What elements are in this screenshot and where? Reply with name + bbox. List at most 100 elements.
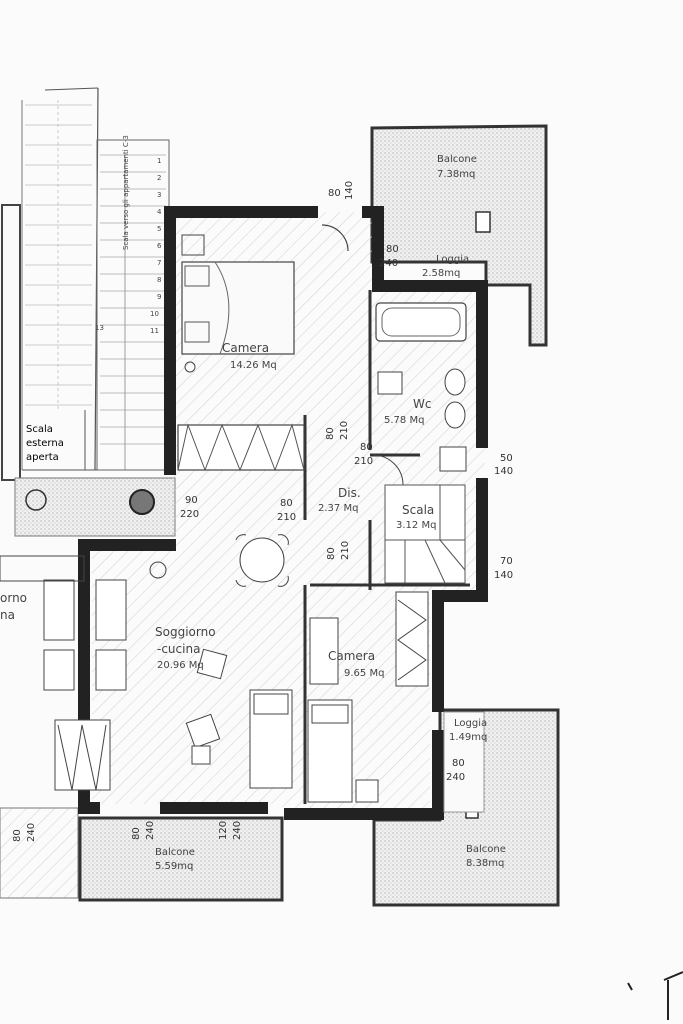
scala-name: Scala — [402, 503, 434, 517]
step-number: 5 — [157, 225, 161, 233]
desk — [309, 617, 339, 685]
step-number: 8 — [157, 276, 161, 284]
camera-2-name: Camera — [328, 649, 375, 663]
kitchen — [43, 579, 127, 691]
dis-area: 2.37 Mq — [318, 503, 358, 514]
balcone-bl-area: 5.59mq — [155, 861, 193, 872]
dim-height: 140 — [494, 466, 513, 477]
dim-width: 80 — [12, 829, 23, 842]
dim-height: 240 — [26, 823, 37, 842]
neighbor-wall — [0, 555, 85, 582]
step-number: 2 — [157, 174, 161, 182]
dim-width: 80 — [325, 427, 336, 440]
dim-height: 140 — [494, 570, 513, 581]
dim-width: 80 — [386, 244, 399, 255]
door-swing — [321, 224, 349, 252]
loggia-bottom-name: Loggia — [454, 718, 487, 729]
camera-1-area: 14.26 Mq — [230, 360, 277, 371]
apartment-floor — [92, 212, 485, 810]
dim-height: 240 — [232, 821, 243, 840]
dim-height: 210 — [339, 421, 350, 440]
plant-icon — [25, 489, 47, 511]
nightstand-icon — [184, 361, 196, 373]
dim-width: 80 — [131, 827, 142, 840]
dining-table — [235, 534, 289, 587]
step-number: 3 — [157, 191, 161, 199]
wardrobe — [177, 423, 305, 472]
wc-name: Wc — [413, 397, 431, 411]
plant-icon — [149, 561, 167, 579]
dim-height: 220 — [180, 509, 199, 520]
corner-mark — [627, 971, 683, 1020]
dim-width: 70 — [500, 556, 513, 567]
sink — [377, 371, 403, 395]
bathtub — [375, 302, 467, 342]
nightstand — [355, 779, 379, 803]
dis-name: Dis. — [338, 486, 361, 500]
dim-height: 210 — [340, 541, 351, 560]
toilet — [444, 368, 466, 396]
loggia-bottom — [443, 711, 485, 813]
balcone-top — [370, 124, 548, 347]
step-number: 10 — [150, 310, 159, 318]
tv-cabinet — [191, 745, 211, 765]
balcone-br-area: 8.38mq — [466, 858, 504, 869]
step-number: 4 — [157, 208, 162, 216]
sofa — [249, 689, 293, 789]
neighbor-label-1: orno — [0, 591, 27, 605]
soggiorno-name: Soggiorno — [155, 625, 216, 639]
loggia-bottom-area: 1.49mq — [449, 732, 487, 743]
bed-single — [307, 699, 353, 803]
neighbor-balcony — [0, 807, 79, 899]
camera-2-area: 9.65 Mq — [344, 668, 384, 679]
dim-width: 80 — [328, 188, 341, 199]
dim-width: 80 — [280, 498, 293, 509]
scala-esterna-line1: Scala — [26, 424, 53, 435]
plant-icon — [475, 211, 491, 233]
dim-height: 210 — [354, 456, 373, 467]
loggia-top-name: Loggia — [436, 254, 469, 265]
dim-height: 240 — [379, 258, 398, 269]
scala-esterna-line3: aperta — [26, 452, 59, 463]
loggia-top-area: 2.58mq — [422, 268, 460, 279]
step-number: 11 — [150, 327, 159, 335]
neighbor-wardrobe — [54, 719, 111, 791]
balcone-top-area: 7.38mq — [437, 169, 475, 180]
dim-height: 140 — [344, 181, 355, 200]
balcone-bl-name: Balcone — [155, 847, 195, 858]
plant-icon — [129, 489, 155, 515]
dim-width: 90 — [185, 495, 198, 506]
dim-width: 80 — [360, 442, 373, 453]
internal-stair — [384, 484, 466, 584]
dim-width: 120 — [218, 821, 229, 840]
wc-area: 5.78 Mq — [384, 415, 424, 426]
dim-height: 240 — [145, 821, 156, 840]
neighbor-label-2: na — [0, 608, 15, 622]
step-number: 9 — [157, 293, 161, 301]
armchair — [185, 713, 221, 749]
step-number: 6 — [157, 242, 162, 250]
scala-area: 3.12 Mq — [396, 520, 436, 531]
step-number: 7 — [157, 259, 161, 267]
nightstand — [181, 234, 205, 256]
dim-width: 80 — [452, 758, 465, 769]
balcone-bottom-left — [78, 816, 284, 902]
dim-height: 210 — [277, 512, 296, 523]
scala-esterna-line2: esterna — [26, 438, 64, 449]
boiler-icon — [439, 446, 467, 472]
camera-1-name: Camera — [222, 341, 269, 355]
stair-note: Scala verso gli appartamenti C-3 — [122, 135, 130, 250]
door-swing — [372, 454, 404, 486]
dim-height: 240 — [446, 772, 465, 783]
soggiorno-name2: -cucina — [157, 642, 200, 656]
bed-double — [181, 261, 295, 355]
stair-step-numbers: 1 2 3 4 5 6 7 8 9 10 11 13 Scala verso g… — [95, 135, 162, 335]
soggiorno-area: 20.96 Mq — [157, 660, 204, 671]
opening-dimensions: 80 140 80 240 80 210 80 210 50 140 90 22… — [12, 181, 513, 842]
wardrobe — [395, 591, 429, 687]
step-number: 1 — [157, 157, 161, 165]
exterior-walls — [78, 206, 488, 820]
dim-width: 50 — [500, 453, 513, 464]
balcone-top-name: Balcone — [437, 154, 477, 165]
